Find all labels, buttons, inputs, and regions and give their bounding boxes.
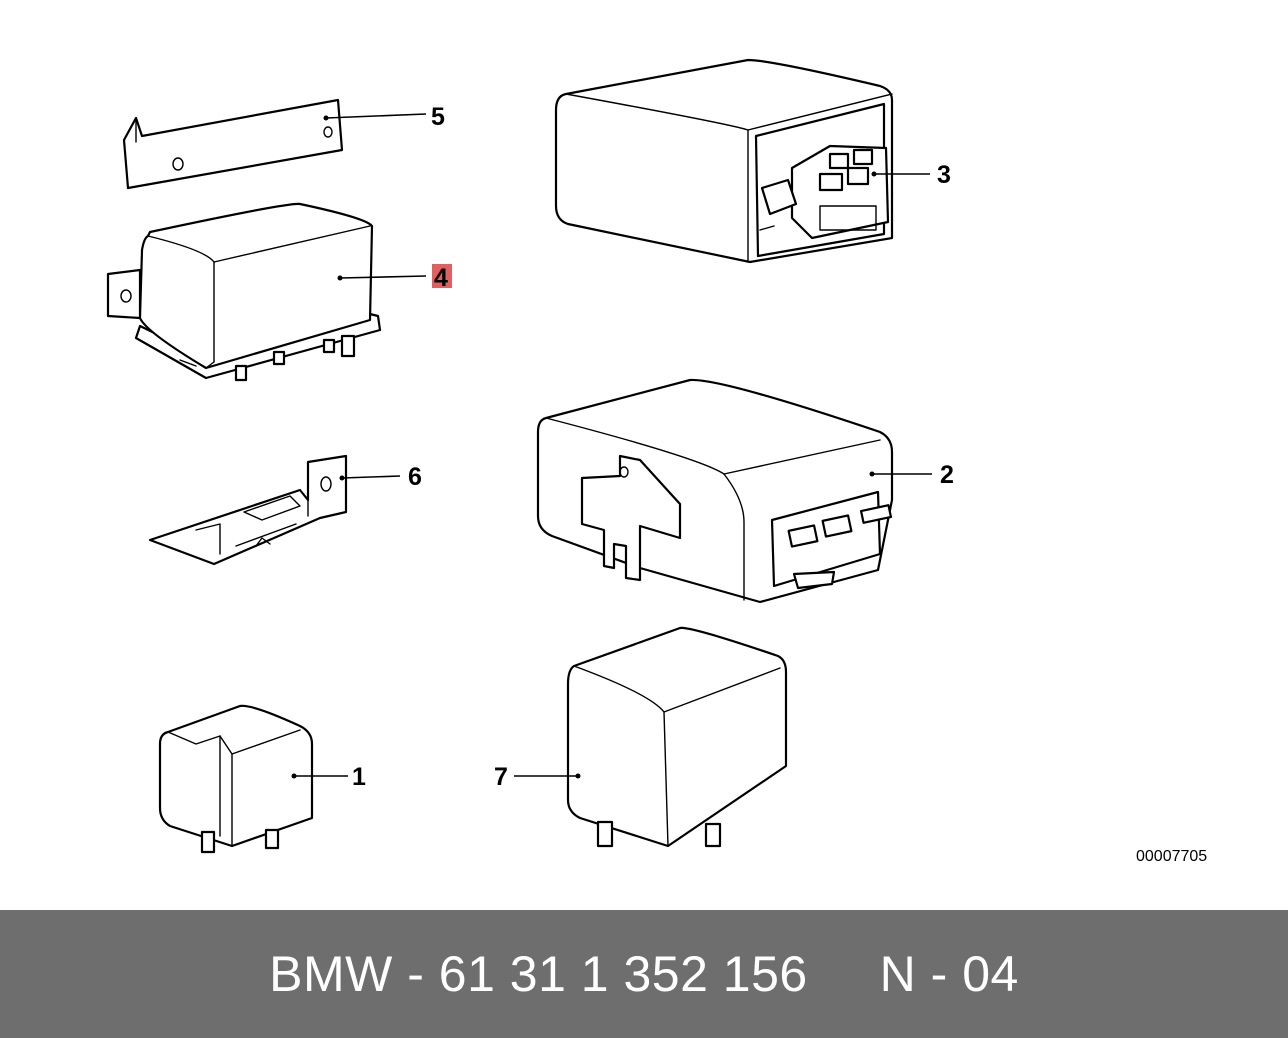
- callout-5: 5: [431, 103, 445, 131]
- reference-code: 00007705: [1136, 848, 1207, 865]
- leader-lines: [291, 113, 932, 779]
- part-1-small-relay: [158, 704, 314, 854]
- callout-1: 1: [352, 763, 366, 791]
- part-6-bracket: [148, 454, 348, 566]
- part-5-mounting-strip: [122, 98, 344, 190]
- part-2-relay-unit: [536, 378, 894, 604]
- callout-7: 7: [494, 763, 508, 791]
- callout-3: 3: [937, 161, 951, 189]
- callout-6: 6: [408, 463, 422, 491]
- parts-diagram: 5 4 6 3 2 1 7 00007705: [106, 58, 1207, 865]
- part-number-banner: BMW - 61 31 1 352 156 N - 04: [0, 910, 1288, 1038]
- callout-4: 4: [434, 264, 448, 292]
- part-4-relay-box: [106, 202, 382, 382]
- part-7-large-relay: [566, 626, 788, 848]
- callout-4-highlight: [432, 264, 452, 288]
- callout-2: 2: [940, 461, 954, 489]
- part-number-text: BMW - 61 31 1 352 156 N - 04: [269, 946, 1019, 1002]
- part-3-control-unit: [554, 58, 894, 264]
